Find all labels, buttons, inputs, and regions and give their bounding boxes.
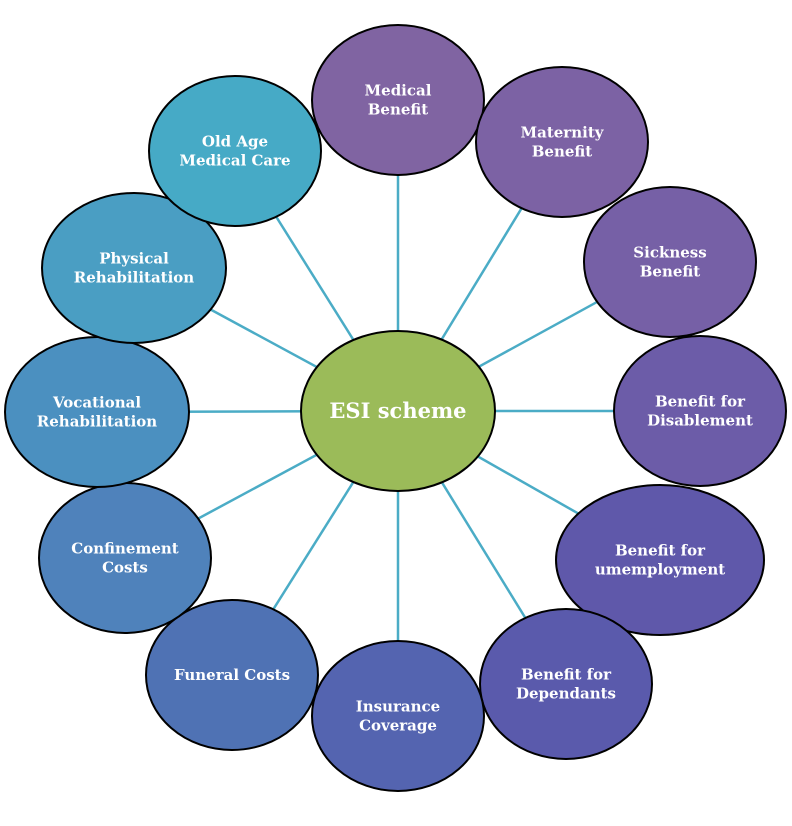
node-label-medical-benefit: Medical (365, 82, 432, 100)
node-label-insurance-coverage: Coverage (359, 717, 437, 735)
node-ellipse-old-age-medical-care (148, 75, 322, 227)
node-ellipse-medical-benefit (311, 24, 485, 176)
node-label-medical-benefit: Benefit (368, 101, 429, 119)
node-ellipse-benefit-for-dependants (479, 608, 653, 760)
node-label-maternity-benefit: Maternity (521, 124, 605, 142)
node-label-vocational-rehabilitation: Vocational (52, 394, 141, 412)
node-label-sickness-benefit: Benefit (640, 263, 701, 281)
node-ellipse-physical-rehabilitation (41, 192, 227, 344)
center-label: ESI scheme (329, 398, 466, 423)
node-ellipse-sickness-benefit (583, 186, 757, 338)
node-label-old-age-medical-care: Medical Care (179, 152, 290, 170)
node-ellipse-funeral-costs (145, 599, 319, 751)
node-label-confinement-costs: Costs (102, 559, 148, 577)
node-label-sickness-benefit: Sickness (633, 244, 706, 262)
node-label-benefit-for-dependants: Dependants (516, 685, 616, 703)
node-label-physical-rehabilitation: Physical (99, 250, 169, 268)
node-label-benefit-for-disablement: Disablement (647, 412, 753, 430)
node-funeral-costs: Funeral Costs (145, 599, 319, 751)
node-ellipse-benefit-for-umemployment (555, 484, 765, 636)
node-label-insurance-coverage: Insurance (356, 698, 440, 716)
node-label-benefit-for-dependants: Benefit for (521, 666, 612, 684)
center-node: ESI scheme (300, 330, 496, 492)
node-label-funeral-costs: Funeral Costs (174, 666, 290, 684)
node-label-confinement-costs: Confinement (71, 540, 179, 558)
benefit-nodes: MedicalBenefitMaternityBenefitSicknessBe… (4, 24, 787, 792)
node-label-maternity-benefit: Benefit (532, 143, 593, 161)
node-ellipse-maternity-benefit (475, 66, 649, 218)
node-label-old-age-medical-care: Old Age (202, 133, 268, 151)
node-label-vocational-rehabilitation: Rehabilitation (37, 413, 157, 431)
node-label-benefit-for-umemployment: umemployment (595, 561, 725, 579)
node-label-benefit-for-disablement: Benefit for (655, 393, 746, 411)
node-ellipse-benefit-for-disablement (613, 335, 787, 487)
node-ellipse-insurance-coverage (311, 640, 485, 792)
center-ellipse (300, 330, 496, 492)
node-label-benefit-for-umemployment: Benefit for (615, 542, 706, 560)
node-label-physical-rehabilitation: Rehabilitation (74, 269, 194, 287)
